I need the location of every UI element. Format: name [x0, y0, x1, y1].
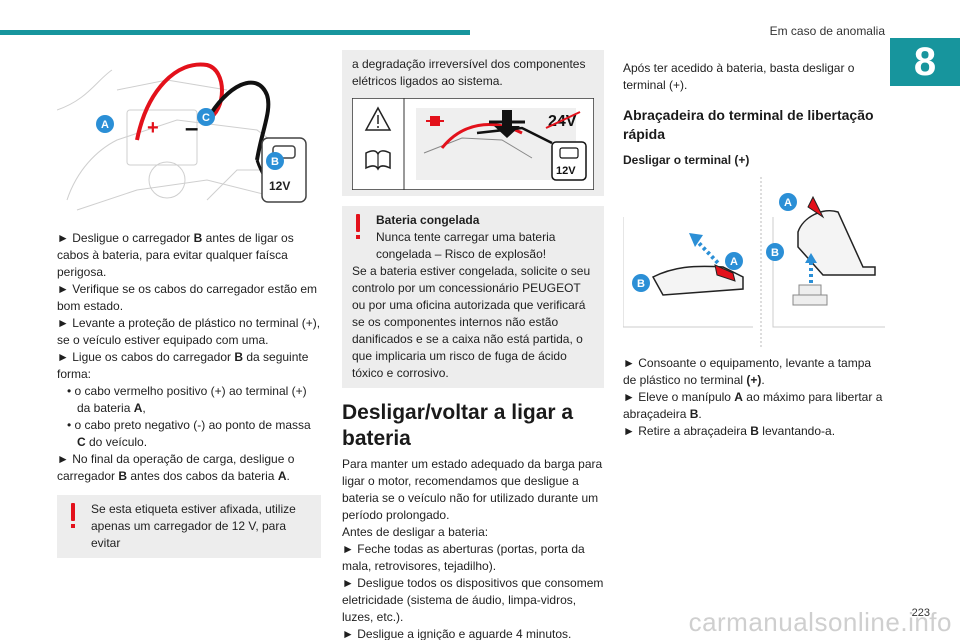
callout-c: [197, 108, 215, 126]
sub-step-2: • o cabo preto negativo (-) ao ponto de …: [67, 418, 311, 449]
warning-exclamation-icon: [354, 214, 362, 242]
column-3: Após ter acedido à bateria, basta deslig…: [623, 50, 885, 440]
step-1: ► Desligue o carregador B antes de ligar…: [57, 231, 294, 279]
voltage-warning-note: Se esta etiqueta estiver afixada, utiliz…: [57, 495, 321, 558]
callout-b: [266, 152, 284, 170]
plus-sign: +: [147, 117, 159, 139]
step-2: ► Verifique se os cabos do carregador es…: [57, 282, 318, 313]
battery-charger-illustration: + – 12V A C B: [57, 62, 307, 211]
column-2: a degradação irreversível dos componente…: [342, 50, 604, 640]
section-heading: Desligar/voltar a ligar a bateria: [342, 401, 574, 450]
terminal-clamp-illustration: A B B A: [623, 177, 885, 349]
frozen-text-2: Se a bateria estiver congelada, solicite…: [352, 264, 591, 380]
before-label: Antes de desligar a bateria:: [342, 525, 489, 539]
svg-text:B: B: [637, 278, 645, 290]
clamp-step-3: ► Retire a abraçadeira B levantando-a.: [623, 424, 836, 438]
battery-label-illustration: 24V 12V: [352, 98, 594, 190]
label-note: a degradação irreversível dos componente…: [342, 50, 604, 196]
clamp-step-2: ► Eleve o manípulo A ao máximo para libe…: [623, 390, 883, 421]
callout-b-right: [766, 243, 784, 261]
step-ignition-off: ► Desligue a ignição e aguarde 4 minutos…: [342, 627, 572, 640]
minus-sign: –: [185, 115, 198, 142]
quick-release-heading: Abraçadeira do terminal de libertação rá…: [623, 107, 874, 142]
chapter-tab: 8: [890, 38, 960, 86]
watermark: carmanualsonline.info: [688, 607, 952, 637]
svg-text:A: A: [101, 119, 109, 131]
svg-text:A: A: [784, 197, 792, 209]
step-close-openings: ► Feche todas as aberturas (portas, port…: [342, 542, 585, 573]
svg-text:C: C: [202, 112, 210, 124]
svg-text:B: B: [771, 247, 779, 259]
warning-triangle-icon: [364, 106, 392, 131]
prohibition-icon: [489, 110, 525, 138]
step-switch-off-devices: ► Desligue todos os dispositivos que con…: [342, 576, 604, 624]
frozen-battery-note: Bateria congelada Nunca tente carregar u…: [342, 206, 604, 388]
page-number: 223: [911, 607, 930, 619]
sub-step-1: • o cabo vermelho positivo (+) ao termin…: [67, 384, 307, 415]
disconnect-subheading: Desligar o terminal (+): [623, 153, 750, 167]
charger-voltage-label: 12V: [269, 179, 290, 193]
step-4: ► Ligue os cabos do carregador B da segu…: [57, 350, 309, 381]
frozen-title: Bateria congelada: [376, 213, 480, 227]
callout-b-left: [632, 274, 650, 292]
continued-text: a degradação irreversível dos componente…: [352, 57, 586, 88]
warning-exclamation-icon: [69, 503, 77, 531]
manual-book-icon: [365, 150, 391, 171]
callout-a-right: [779, 193, 797, 211]
section-intro: Para manter um estado adequado da barga …: [342, 457, 603, 522]
svg-text:A: A: [730, 256, 738, 268]
step-3: ► Levante a proteção de plástico no term…: [57, 316, 321, 347]
svg-text:B: B: [271, 156, 279, 168]
running-head: Em caso de anomalia: [769, 24, 885, 38]
allowed-voltage: 12V: [556, 165, 576, 177]
charger-icon: [551, 141, 587, 181]
header-accent-bar: [0, 30, 470, 35]
frozen-text: Nunca tente carregar uma bateria congela…: [376, 230, 556, 261]
col3-intro: Após ter acedido à bateria, basta deslig…: [623, 61, 855, 92]
clamp-step-1: ► Consoante o equipamento, levante a tam…: [623, 356, 872, 387]
callout-a: [96, 115, 114, 133]
column-1: + – 12V A C B ► Desligue o carregador B …: [57, 50, 321, 558]
callout-a-left: [725, 252, 743, 270]
step-5: ► No final da operação de carga, desligu…: [57, 452, 295, 483]
